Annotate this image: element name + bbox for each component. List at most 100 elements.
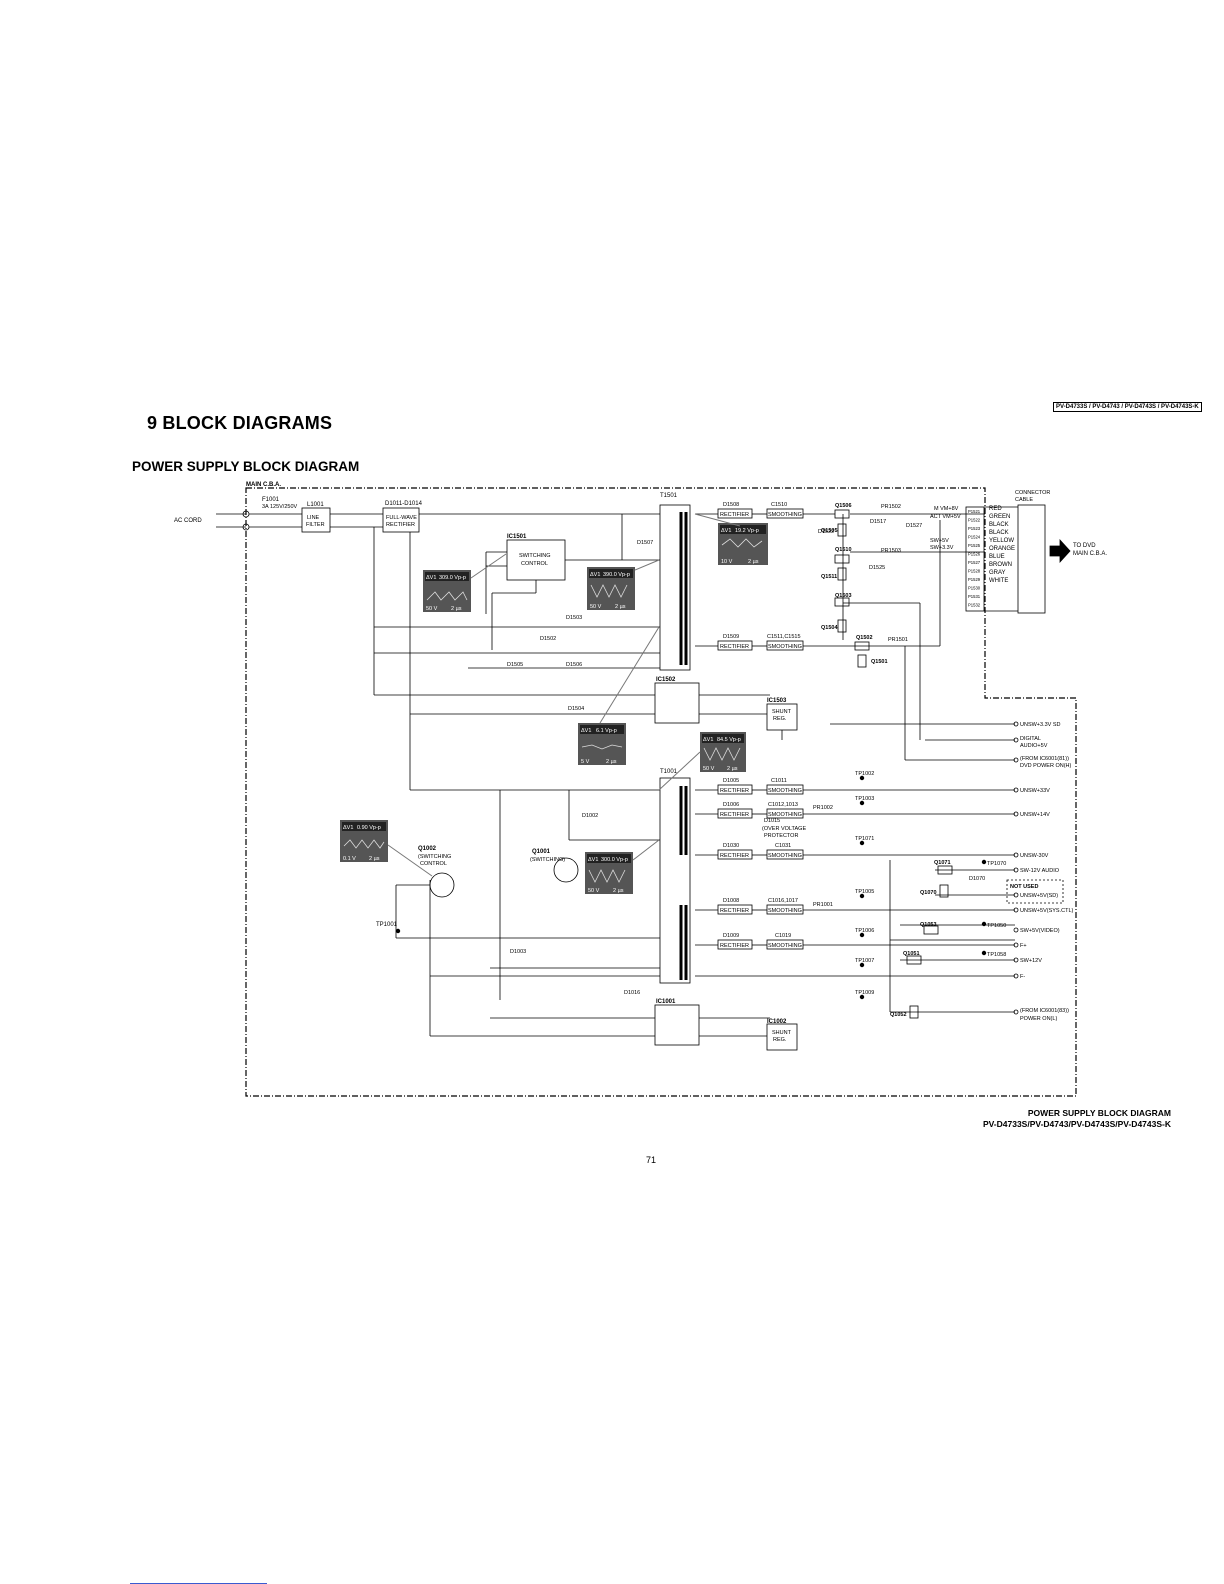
scope-4-vpp: 6.1 Vp-p [596, 728, 617, 734]
scope-3-delta: ΔV1 [721, 528, 731, 534]
out-sw5video: SW+5V(VIDEO) [1020, 928, 1060, 934]
c1016-smooth: SMOOTHING [768, 908, 802, 914]
connector-color-8: BROWN [989, 562, 1012, 568]
rectifier-ref: D1011-D1014 [385, 501, 423, 507]
pr1001-label: PR1001 [813, 902, 833, 908]
pr1501-label: PR1501 [888, 637, 908, 643]
connector-colors: REDGREENBLACKBLACKYELLOWORANGEBLUEBROWNG… [989, 506, 1015, 584]
out-unsw30: UNSW-30V [1020, 853, 1049, 859]
to-dvd-line1: TO DVD [1073, 543, 1096, 549]
out-sw12: SW+12V [1020, 958, 1042, 964]
scope-4-delta: ΔV1 [581, 728, 591, 734]
d1506-label: D1506 [566, 662, 582, 668]
scope-5-time: 2 µs [727, 766, 738, 772]
connector-title-1: CONNECTOR [1015, 490, 1050, 496]
c1019-smooth: SMOOTHING [768, 943, 802, 949]
c1012-smooth: SMOOTHING [768, 812, 802, 818]
out-from1b: DVD POWER ON(H) [1020, 763, 1072, 769]
d1509-label: D1509 [723, 634, 739, 640]
scope-6: ΔV1 0.90 Vp-p 0.1 V 2 µs [340, 820, 388, 862]
sw5-label: SW+5V [930, 538, 949, 544]
footer-caption: POWER SUPPLY BLOCK DIAGRAM PV-D4733S/PV-… [983, 1108, 1171, 1130]
q1503-label: Q1503 [835, 593, 852, 599]
d1030-rect: RECTIFIER [720, 853, 749, 859]
scope-1: ΔV1 309.0 Vp-p 50 V 2 µs [423, 570, 471, 612]
d1525-label: D1525 [869, 565, 885, 571]
page-number: 71 [646, 1155, 657, 1165]
diagram-labels: MAIN C.B.A. AC CORD F1001 3A 125V/250V L… [174, 482, 1107, 1043]
d1508-rect: RECTIFIER [720, 512, 749, 518]
board-label: MAIN C.B.A. [246, 482, 281, 488]
d1522-label: D1522 [818, 529, 834, 535]
d1030-label: D1030 [723, 843, 739, 849]
connector-color-1: RED [989, 506, 1002, 512]
connector-pin-2: P1522 [968, 518, 981, 523]
scope-7-time: 2 µs [613, 888, 624, 894]
c1511-smooth: SMOOTHING [768, 644, 802, 650]
tp1002-label: TP1002 [855, 771, 874, 777]
d1508-label: D1508 [723, 502, 739, 508]
scope-2-time: 2 µs [615, 604, 626, 610]
c1012-label: C1012,1013 [768, 802, 798, 808]
connector-color-3: BLACK [989, 522, 1009, 528]
ic1501-ref: IC1501 [507, 534, 527, 540]
connector-color-2: GREEN [989, 514, 1010, 520]
q1510-label: Q1510 [835, 547, 852, 553]
d1517-label: D1517 [870, 519, 886, 525]
connector-pin-5: P1525 [968, 543, 981, 548]
d1005-rect: RECTIFIER [720, 788, 749, 794]
scope-7-vpp: 300.0 Vp-p [601, 857, 628, 863]
q1505-label: Q1505 [821, 528, 838, 534]
ic1503-ref: IC1503 [767, 698, 787, 704]
scope-2-delta: ΔV1 [590, 572, 600, 578]
scope-4-scale: 5 V [581, 759, 590, 765]
c1011-smooth: SMOOTHING [768, 788, 802, 794]
board-outline [245, 487, 1077, 1097]
footer-caption-line2: PV-D4733S/PV-D4743/PV-D4743S/PV-D4743S-K [982, 1119, 1171, 1129]
c1031-smooth: SMOOTHING [768, 853, 802, 859]
q1071-label: Q1071 [934, 860, 951, 866]
c1011-label: C1011 [771, 778, 787, 784]
q1002-line2: CONTROL [420, 861, 447, 867]
q1051-label: Q1051 [903, 951, 920, 957]
out-fplus: F+ [1020, 943, 1027, 949]
connector-pins: P1521P1522P1523P1524P1525P1526P1527P1528… [968, 509, 981, 608]
q1001-ref: Q1001 [532, 849, 551, 855]
ic1503-line2: REG. [773, 716, 787, 722]
out-not-used: NOT USED [1010, 884, 1038, 890]
c1510-label: C1510 [771, 502, 787, 508]
out-from2a: (FROM IC6001(83)) [1020, 1008, 1069, 1014]
out-from1a: (FROM IC6001(81)) [1020, 756, 1069, 762]
pr1002-label: PR1002 [813, 805, 833, 811]
out-digital1: DIGITAL [1020, 736, 1041, 742]
d1005-label: D1005 [723, 778, 739, 784]
ic1501-line1: SWITCHING [519, 553, 550, 559]
scope-5-scale: 50 V [703, 766, 715, 772]
d1015-note2: PROTECTOR [764, 833, 798, 839]
d1015-label: D1015 [764, 818, 780, 824]
connector-color-6: ORANGE [989, 546, 1015, 552]
c1019-label: C1019 [775, 933, 791, 939]
tp1070-label: TP1070 [987, 861, 1006, 867]
q1506-label: Q1506 [835, 503, 852, 509]
connector-pin-10: P1530 [968, 586, 981, 591]
scope-5-vpp: 84.5 Vp-p [717, 737, 741, 743]
out-digital2: AUDIO+5V [1020, 743, 1048, 749]
ac-cord-label: AC CORD [174, 518, 202, 524]
t1501-ref: T1501 [660, 493, 678, 499]
ic1002-line2: REG. [773, 1037, 787, 1043]
scope-2: ΔV1 390.0 Vp-p 50 V 2 µs [587, 567, 635, 610]
q1052-label: Q1052 [890, 1012, 907, 1018]
q1002-ref: Q1002 [418, 846, 437, 852]
scope-4: ΔV1 6.1 Vp-p 5 V 2 µs [578, 723, 626, 765]
connector-color-4: BLACK [989, 530, 1009, 536]
model-number-box: PV-D4733S / PV-D4743 / PV-D4743S / PV-D4… [1053, 402, 1202, 412]
connector-color-5: YELLOW [989, 538, 1014, 544]
scope-3: ΔV1 19.2 Vp-p 10 V 2 µs [718, 523, 768, 565]
d1502-label: D1502 [540, 636, 556, 642]
scope-7-scale: 50 V [588, 888, 600, 894]
rectifier-line2: RECTIFIER [386, 522, 415, 528]
out-unsw33sd: UNSW+3.3V SD [1020, 722, 1061, 728]
ic1501-line2: CONTROL [521, 561, 548, 567]
connector-pin-12: P1532 [968, 603, 981, 608]
